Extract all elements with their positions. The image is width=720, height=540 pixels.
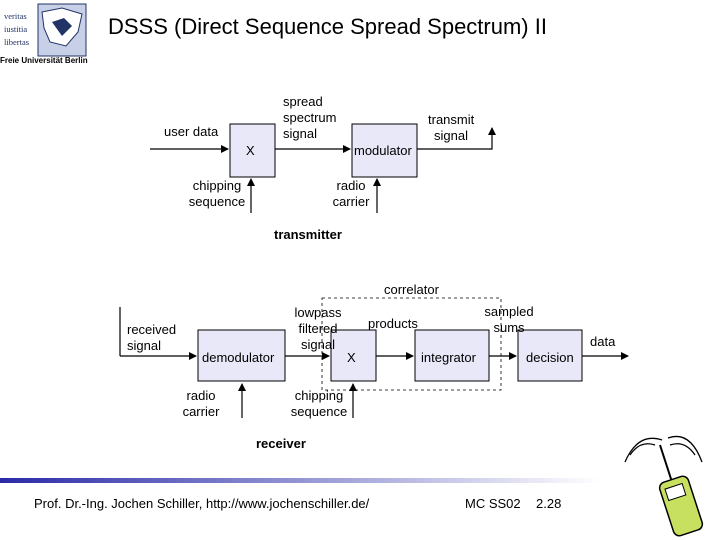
tx-carrier-line-2: carrier xyxy=(332,194,370,209)
slide-title: DSSS (Direct Sequence Spread Spectrum) I… xyxy=(108,14,547,39)
rx-chipping-line-1: chipping xyxy=(294,388,344,403)
sampled-sums-label: sampled sums xyxy=(478,304,540,336)
integrator-label: integrator xyxy=(421,350,476,365)
receiver-section xyxy=(119,297,629,418)
tx-carrier-line-1: radio xyxy=(336,178,366,193)
received-label-line-1: received xyxy=(127,322,177,337)
transmit-label-line-2: signal xyxy=(434,128,468,143)
user-data-label: user data xyxy=(164,124,219,139)
modulator-box xyxy=(351,123,418,178)
tx-multiplier-label: X xyxy=(246,143,255,158)
transmit-signal-label: transmit signal xyxy=(428,112,474,144)
footer-author: Prof. Dr.-Ing. Jochen Schiller, http://w… xyxy=(34,496,370,511)
lowpass-label-line-1: lowpass xyxy=(294,305,342,320)
transmit-label-line-1: transmit xyxy=(428,112,475,127)
rx-carrier-line-1: radio xyxy=(186,388,216,403)
motto-libertas: libertas xyxy=(4,37,30,47)
footer-bar xyxy=(0,478,600,483)
university-seal xyxy=(2,2,88,66)
mobile-phone-icon xyxy=(624,435,704,537)
data-label: data xyxy=(590,334,616,349)
university-name: Freie Universität Berlin xyxy=(0,56,88,65)
transmitter-label: transmitter xyxy=(274,227,342,242)
tx-chipping-sequence-label: chipping sequence xyxy=(184,178,250,210)
transmit-signal-arrow xyxy=(417,127,496,150)
modulator-label: modulator xyxy=(354,143,412,158)
rx-carrier-line-2: carrier xyxy=(182,404,220,419)
spread-label-line-2: spectrum xyxy=(283,110,337,125)
seal-motto: veritas iustitia libertas xyxy=(4,10,29,49)
motto-veritas: veritas xyxy=(4,11,27,21)
tx-multiplier-box xyxy=(229,123,276,178)
integrator-box xyxy=(414,329,490,382)
rx-chipping-line-2: sequence xyxy=(290,404,348,419)
rx-multiplier-box xyxy=(330,329,377,382)
rx-multiplier-label: X xyxy=(347,350,356,365)
products-label: products xyxy=(368,316,418,331)
lowpass-label-line-2: filtered xyxy=(298,321,338,336)
spread-label-line-3: signal xyxy=(283,126,317,141)
tx-chipping-line-2: sequence xyxy=(188,194,246,209)
sampled-label-line-1: sampled xyxy=(484,304,534,319)
transmitter-section xyxy=(150,123,496,213)
receiver-label: receiver xyxy=(256,436,306,451)
footer-page-number: 2.28 xyxy=(536,496,562,511)
tx-chipping-line-1: chipping xyxy=(192,178,242,193)
footer-course: MC SS02 xyxy=(465,496,521,511)
sampled-label-line-2: sums xyxy=(493,320,525,335)
decision-label: decision xyxy=(526,350,574,365)
lowpass-filtered-signal-label: lowpass filtered signal xyxy=(290,305,346,353)
tx-radio-carrier-label: radio carrier xyxy=(328,178,374,210)
spread-label-line-1: spread xyxy=(283,94,323,109)
rx-chipping-sequence-label: chipping sequence xyxy=(286,388,352,420)
correlator-label: correlator xyxy=(384,282,439,297)
lowpass-label-line-3: signal xyxy=(301,337,335,352)
demodulator-box xyxy=(197,329,286,382)
received-signal-label: received signal xyxy=(127,322,176,354)
spread-spectrum-signal-label: spread spectrum signal xyxy=(283,94,336,142)
demodulator-label: demodulator xyxy=(202,350,275,365)
received-label-line-2: signal xyxy=(127,338,161,353)
motto-iustitia: iustitia xyxy=(4,24,28,34)
correlator-frame xyxy=(321,297,502,391)
rx-radio-carrier-label: radio carrier xyxy=(176,388,226,420)
